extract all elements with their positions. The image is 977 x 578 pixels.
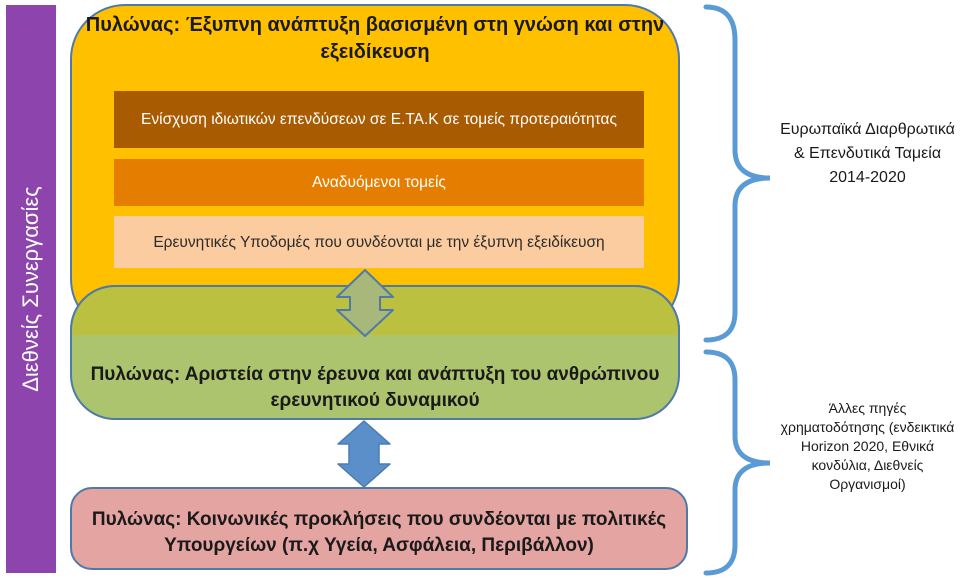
double-arrow-upper-icon — [336, 269, 394, 337]
pillar1-band-research-infrastructure: Ερευνητικές Υποδομές που συνδέονται με τ… — [114, 216, 644, 268]
double-arrow-lower-icon — [337, 420, 391, 488]
eu-funds-label: Ευρωπαϊκά Διαρθρωτικά & Επενδυτικά Ταμεί… — [780, 121, 955, 186]
pillar1-band-emerging-sectors: Αναδυόμενοι τομείς — [114, 159, 644, 206]
pillar2-title: Πυλώνας: Αριστεία στην έρευνα και ανάπτυ… — [90, 364, 660, 411]
brace-lower-icon — [703, 349, 771, 576]
pillar1-band-private-investment: Ενίσχυση ιδιωτικών επενδύσεων σε Ε.ΤΑ.Κ … — [114, 91, 644, 148]
side-bar: Διεθνείς Συνεργασίες — [6, 5, 56, 573]
pillar3-title: Πυλώνας: Κοινωνικές προκλήσεις που συνδέ… — [91, 509, 667, 556]
other-funding-sources-label: Άλλες πηγές χρηματοδότησης (ενδεικτικά H… — [780, 400, 955, 492]
pillar1-title: Πυλώνας: Έξυπνη ανάπτυξη βασισμένη στη γ… — [85, 14, 665, 63]
brace-upper-icon — [703, 4, 771, 343]
pillar3-box — [70, 487, 688, 570]
